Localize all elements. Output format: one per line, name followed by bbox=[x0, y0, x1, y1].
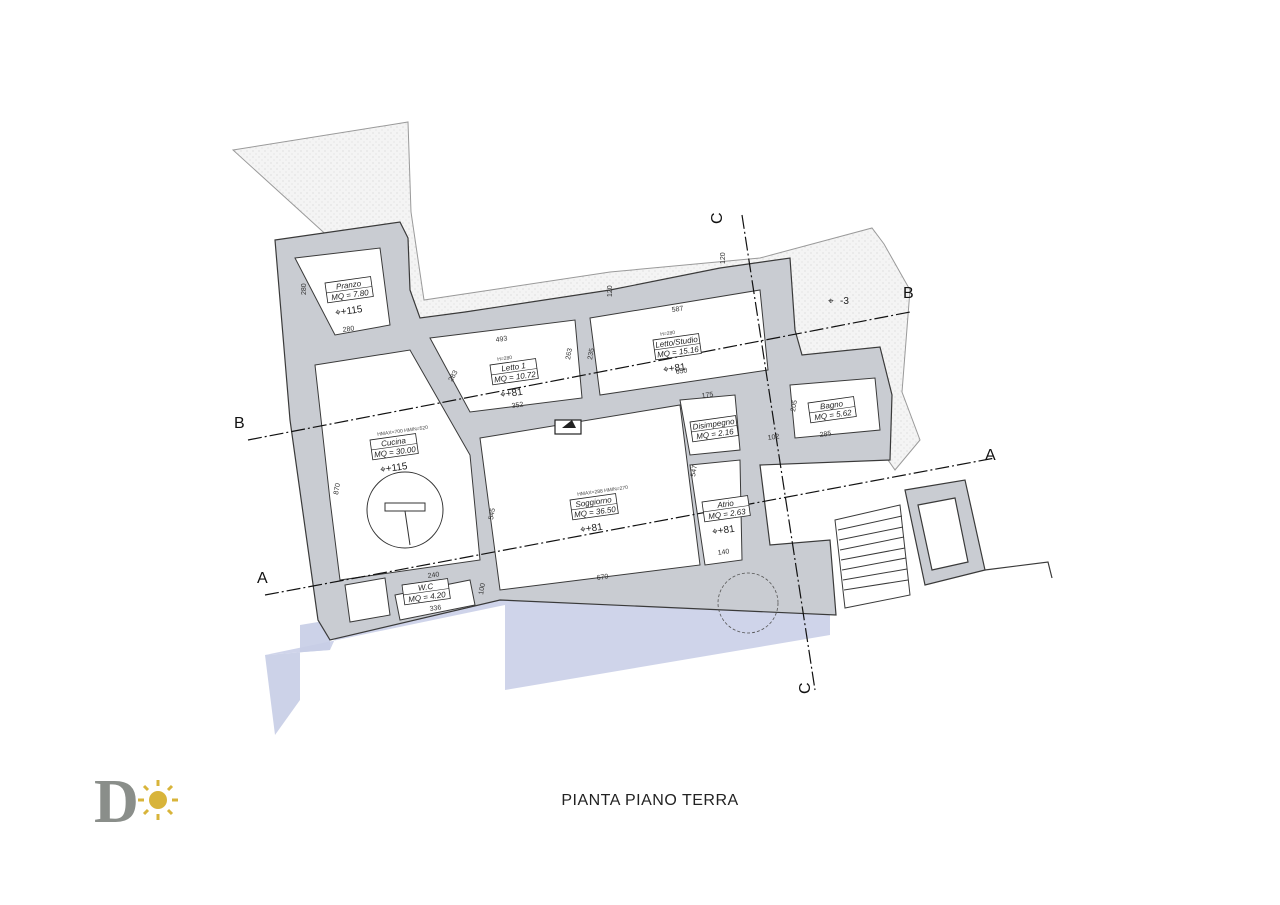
room-name: Bagno bbox=[819, 399, 844, 411]
drawing-title: PIANTA PIANO TERRA bbox=[561, 792, 739, 809]
section-a-right: A bbox=[985, 447, 996, 464]
sun-icon bbox=[138, 780, 178, 820]
dimension-label: 175 bbox=[701, 391, 714, 400]
dimension-label: 285 bbox=[819, 430, 832, 439]
room-level: ⌖+115 bbox=[335, 304, 364, 319]
outside-level: ⌖ -3 bbox=[828, 296, 849, 307]
dimension-label: 280 bbox=[301, 283, 308, 295]
dimension-label: 352 bbox=[511, 401, 524, 410]
room-name: Pranzo bbox=[335, 279, 362, 292]
svg-text:D: D bbox=[94, 768, 139, 832]
room-level: ⌖+81 bbox=[580, 522, 604, 536]
kitchen-table bbox=[366, 471, 444, 549]
dimension-label: 545 bbox=[488, 508, 497, 521]
dimension-label: 280 bbox=[342, 325, 355, 334]
section-c-top: C bbox=[709, 212, 726, 224]
fireplace-icon bbox=[554, 419, 582, 435]
dimension-label: 120 bbox=[607, 285, 614, 297]
shaded-area bbox=[265, 548, 830, 735]
room-level: ⌖+115 bbox=[380, 461, 409, 476]
section-line-a1 bbox=[264, 457, 996, 596]
room-label-wc: W.CMQ = 4.20 bbox=[401, 578, 451, 606]
dimension-label: 283 bbox=[448, 369, 460, 383]
dimension-label: 650 bbox=[675, 367, 688, 376]
room-level: ⌖+81 bbox=[663, 362, 687, 376]
dimension-label: 102 bbox=[767, 433, 780, 442]
section-a-left: A bbox=[257, 570, 268, 587]
section-lines bbox=[247, 214, 996, 691]
room-height: H=280 bbox=[660, 330, 676, 338]
room-height: H=280 bbox=[497, 355, 513, 363]
company-logo: D bbox=[94, 768, 178, 832]
dimension-label: 587 bbox=[671, 305, 684, 314]
dimension-label: 263 bbox=[565, 348, 574, 361]
dimension-label: 205 bbox=[790, 400, 799, 413]
exterior-stair bbox=[834, 504, 911, 609]
dimension-label: 120 bbox=[720, 252, 727, 264]
dimension-label: 870 bbox=[333, 483, 342, 496]
dimension-label: 100 bbox=[478, 583, 487, 596]
dimension-label: 240 bbox=[427, 571, 440, 580]
dimension-label: 493 bbox=[495, 335, 508, 344]
dimension-label: 336 bbox=[429, 604, 442, 613]
annex-east bbox=[904, 479, 1053, 586]
dimension-label: 670 bbox=[596, 573, 609, 582]
section-c-bottom: C bbox=[797, 682, 814, 694]
room-cucina bbox=[314, 349, 481, 581]
room-name: Atrio bbox=[716, 499, 735, 510]
room-name: Cucina bbox=[381, 436, 407, 448]
room-stair-west bbox=[344, 577, 391, 623]
section-line-b bbox=[247, 311, 911, 441]
dimension-label: 235 bbox=[587, 348, 596, 361]
dimension-labels: 280 280 493 352 263 283 235 587 650 175 102 205 285 5… bbox=[301, 252, 832, 613]
section-b-right: B bbox=[903, 285, 914, 302]
room-level: ⌖+81 bbox=[500, 387, 524, 401]
room-level: ⌖+81 bbox=[712, 524, 736, 538]
section-markers: A A B B C C bbox=[234, 212, 996, 694]
door-swing-arc bbox=[717, 572, 779, 634]
room-name: W.C bbox=[417, 582, 434, 593]
section-b-left: B bbox=[234, 415, 245, 432]
section-line-c bbox=[741, 214, 816, 691]
outside-level-value: -3 bbox=[840, 296, 849, 307]
dimension-label: 140 bbox=[717, 548, 730, 557]
room-name: Letto 1 bbox=[501, 361, 526, 373]
dimension-label: 547 bbox=[690, 465, 699, 478]
svg-text:⌖: ⌖ bbox=[828, 296, 834, 307]
